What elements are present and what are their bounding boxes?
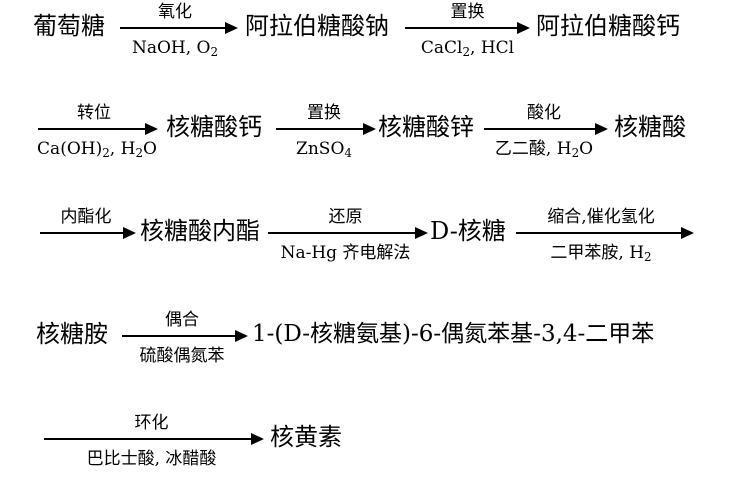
reaction-arrow-10	[44, 433, 264, 445]
arrow-10-below: 巴比士酸, 冰醋酸	[86, 449, 217, 469]
species-azo-intermediate: 1-(D-核糖氨基)-6-偶氮苯基-3,4-二甲苯	[252, 321, 655, 347]
species-calcium-ribonate: 核糖酸钙	[166, 113, 262, 141]
arrow-5-below: 乙二酸, H2O	[494, 139, 594, 160]
arrow-1-below: NaOH, O2	[131, 38, 219, 59]
arrow-9-above: 偶合	[165, 310, 199, 330]
arrow-8-below: 二甲苯胺, H2	[550, 243, 652, 264]
species-d-ribose: D-核糖	[430, 217, 506, 245]
arrow-10-above: 环化	[134, 413, 169, 433]
arrow-7-above: 还原	[328, 207, 363, 227]
reaction-arrow-6	[40, 227, 136, 239]
species-zinc-ribonate: 核糖酸锌	[378, 113, 474, 141]
species-calcium-arabinonate: 阿拉伯糖酸钙	[536, 12, 680, 40]
arrow-6-above: 内酯化	[60, 207, 112, 227]
arrow-8-above: 缩合,催化氢化	[547, 207, 655, 227]
arrow-1-above: 氧化	[158, 2, 192, 22]
arrow-9-below: 硫酸偶氮苯	[139, 346, 225, 366]
species-glucose: 葡萄糖	[33, 12, 105, 40]
reaction-arrow-2	[405, 22, 530, 34]
arrow-3-above: 转位	[77, 103, 111, 123]
reaction-arrow-9	[122, 330, 248, 342]
reaction-arrow-1	[120, 22, 238, 34]
species-ribonic-acid: 核糖酸	[614, 113, 686, 141]
species-sodium-arabinonate: 阿拉伯糖酸钠	[245, 12, 389, 40]
reaction-arrow-7	[268, 227, 428, 239]
arrow-7-below: Na-Hg 齐电解法	[280, 243, 411, 263]
arrow-4-below: ZnSO4	[296, 139, 352, 160]
reaction-arrow-3	[38, 123, 158, 135]
species-riboflavin: 核黄素	[270, 423, 342, 451]
reaction-arrow-5	[484, 123, 608, 135]
species-ribonolactone: 核糖酸内酯	[140, 217, 260, 245]
reaction-arrow-4	[276, 123, 376, 135]
reaction-arrow-8	[516, 227, 694, 239]
arrow-2-below: CaCl2, HCl	[420, 38, 515, 59]
arrow-2-above: 置换	[450, 2, 485, 22]
arrow-3-below: Ca(OH)2, H2O	[37, 139, 157, 160]
species-ribosylamine: 核糖胺	[36, 320, 108, 348]
arrow-5-above: 酸化	[527, 103, 561, 123]
arrow-4-above: 置换	[307, 103, 341, 123]
